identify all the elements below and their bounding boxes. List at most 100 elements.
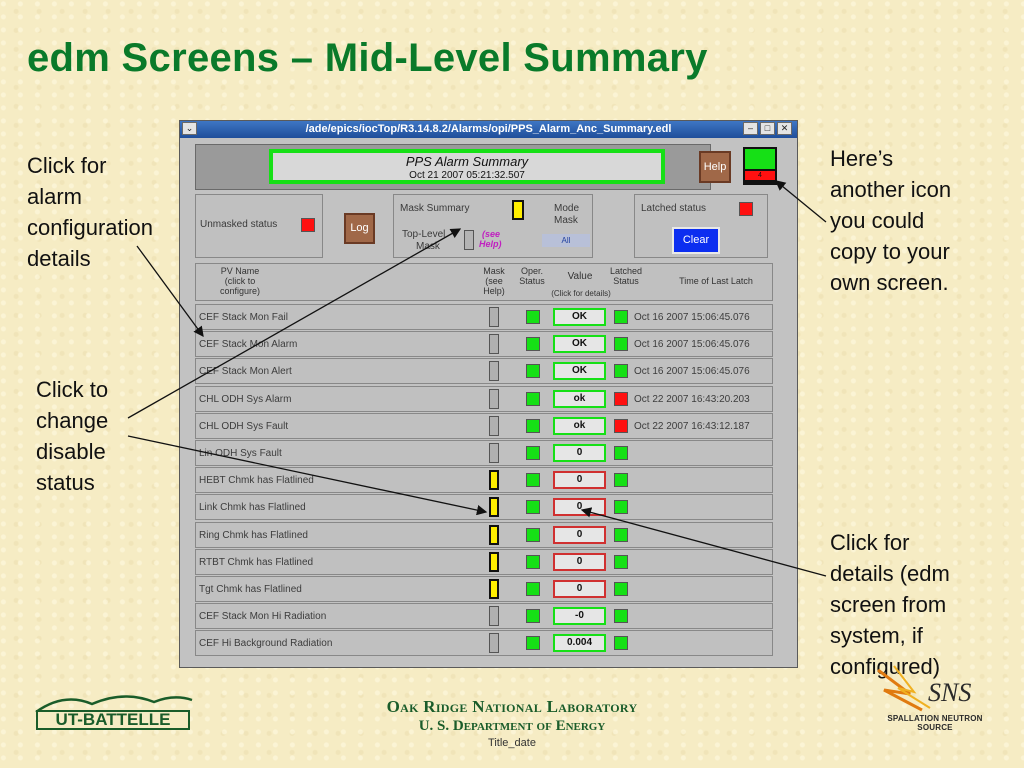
note-line: Click for <box>27 153 107 178</box>
ut-battelle-logo: UT-BATTELLE <box>34 690 194 740</box>
oper-status-indicator <box>526 418 540 433</box>
summary-timestamp: Oct 21 2007 05:21:32.507 <box>409 170 525 181</box>
window-menu-button[interactable]: ⌄ <box>182 122 197 135</box>
mask-toggle[interactable] <box>489 334 499 355</box>
col-oper-status: Oper.Status <box>519 266 545 286</box>
note-line: own screen. <box>830 270 949 295</box>
minimize-button[interactable]: – <box>743 122 758 135</box>
mask-toggle[interactable] <box>489 470 499 491</box>
alarm-summary-icon[interactable]: 4 <box>743 147 777 185</box>
top-level-mask-slider[interactable] <box>464 230 474 250</box>
value-button[interactable]: 0 <box>553 552 606 571</box>
pv-name[interactable]: CEF Stack Mon Fail <box>199 312 288 323</box>
mask-toggle[interactable] <box>489 361 499 382</box>
value-button[interactable]: 0 <box>553 525 606 544</box>
pv-name[interactable]: RTBT Chmk has Flatlined <box>199 556 314 568</box>
mask-toggle[interactable] <box>489 443 499 463</box>
mask-toggle[interactable] <box>489 388 499 409</box>
table-row: CEF Stack Mon Fail OK Oct 16 2007 15:06:45… <box>195 304 773 330</box>
latch-time: Oct 22 2007 16:43:20.203 <box>634 393 750 405</box>
oper-status-indicator <box>526 527 540 542</box>
pv-name[interactable]: CEF Stack Mon Alarm <box>199 339 298 351</box>
sns-logo-subtitle: SPALLATION NEUTRON SOURCE <box>887 714 983 732</box>
pv-name[interactable]: Ring Chmk has Flatlined <box>199 529 308 541</box>
mask-toggle[interactable] <box>489 497 499 518</box>
log-button[interactable]: Log <box>344 213 375 244</box>
window-title: /ade/epics/iocTop/R3.14.8.2/Alarms/opi/P… <box>305 123 672 135</box>
note-line: disable <box>36 439 106 464</box>
clear-button[interactable]: Clear <box>672 227 720 254</box>
mask-summary-indicator <box>512 200 524 220</box>
note-line: details (edm <box>830 561 950 586</box>
pv-name[interactable]: Link Chmk has Flatlined <box>199 502 306 514</box>
spark-icon <box>877 665 931 712</box>
table-row: Ring Chmk has Flatlined 0 <box>195 521 773 548</box>
note-line: screen from <box>830 592 947 617</box>
value-button[interactable]: OK <box>553 335 606 354</box>
value-button[interactable]: 0 <box>553 498 606 517</box>
mask-toggle[interactable] <box>489 579 499 599</box>
value-button[interactable]: 0 <box>553 471 606 490</box>
slide-title: edm Screens – Mid-Level Summary <box>27 36 708 80</box>
mountain-icon <box>35 695 193 714</box>
col-value-hint: (Click for details) <box>551 289 611 298</box>
note-line: copy to your <box>830 239 950 264</box>
note-line: configuration <box>27 215 153 240</box>
value-button[interactable]: -0 <box>553 607 606 626</box>
edm-window: ⌄ /ade/epics/iocTop/R3.14.8.2/Alarms/opi… <box>179 120 798 668</box>
note-line: status <box>36 470 95 495</box>
note-line: Here’s <box>830 146 894 171</box>
col-value: Value <box>567 271 593 282</box>
top-level-label: Top-Level <box>402 229 446 240</box>
pv-name[interactable]: CHL ODH Sys Alarm <box>199 393 292 405</box>
latched-status-indicator <box>614 582 628 596</box>
value-button[interactable]: OK <box>553 362 606 381</box>
pv-name[interactable]: CHL ODH Sys Fault <box>199 420 289 432</box>
note-alarm-configuration: Click for alarm configuration details <box>27 150 153 274</box>
close-button[interactable]: ✕ <box>777 122 792 135</box>
mask-toggle[interactable] <box>489 307 499 327</box>
help-button[interactable]: Help <box>699 151 731 183</box>
window-titlebar[interactable]: ⌄ /ade/epics/iocTop/R3.14.8.2/Alarms/opi… <box>180 121 797 138</box>
maximize-button[interactable]: □ <box>760 122 775 135</box>
pv-name[interactable]: CEF Hi Background Radiation <box>199 638 333 650</box>
latched-status-indicator <box>739 202 753 216</box>
mask-toggle[interactable] <box>489 551 499 572</box>
table-row: Tgt Chmk has Flatlined 0 <box>195 576 773 602</box>
latched-status-indicator <box>614 391 628 406</box>
mask-toggle[interactable] <box>489 524 499 545</box>
oper-status-indicator <box>526 310 540 324</box>
table-row: HEBT Chmk has Flatlined 0 <box>195 467 773 494</box>
pv-name[interactable]: CEF Stack Mon Alert <box>199 366 292 378</box>
value-button[interactable]: ok <box>553 416 606 435</box>
pv-name[interactable]: CEF Stack Mon Hi Radiation <box>199 611 327 623</box>
latch-time: Oct 16 2007 15:06:45.076 <box>634 312 750 323</box>
value-button[interactable]: 0.004 <box>553 634 606 653</box>
ut-battelle-text: UT-BATTELLE <box>36 710 190 730</box>
latched-status-indicator <box>614 500 628 515</box>
table-row: CEF Stack Mon Hi Radiation -0 <box>195 603 773 630</box>
note-line: details <box>27 246 91 271</box>
oper-status-indicator <box>526 391 540 406</box>
oper-status-indicator <box>526 337 540 352</box>
latch-time: Oct 16 2007 15:06:45.076 <box>634 366 750 378</box>
mode-select[interactable]: All <box>542 234 590 247</box>
pv-name[interactable]: HEBT Chmk has Flatlined <box>199 475 314 487</box>
table-row: Lin ODH Sys Fault 0 <box>195 440 773 466</box>
value-button[interactable]: 0 <box>553 580 606 598</box>
value-button[interactable]: OK <box>553 308 606 326</box>
latched-status-indicator <box>614 636 628 651</box>
pv-name[interactable]: Tgt Chmk has Flatlined <box>199 584 302 595</box>
note-line: Click to <box>36 377 109 402</box>
value-button[interactable]: ok <box>553 389 606 408</box>
mask-toggle[interactable] <box>489 606 499 627</box>
value-button[interactable]: 0 <box>553 444 606 462</box>
pv-name[interactable]: Lin ODH Sys Fault <box>199 448 282 459</box>
mask-toggle[interactable] <box>489 633 499 654</box>
note-line: you could <box>830 208 925 233</box>
latched-status-indicator <box>614 310 628 324</box>
mask-toggle[interactable] <box>489 415 499 436</box>
